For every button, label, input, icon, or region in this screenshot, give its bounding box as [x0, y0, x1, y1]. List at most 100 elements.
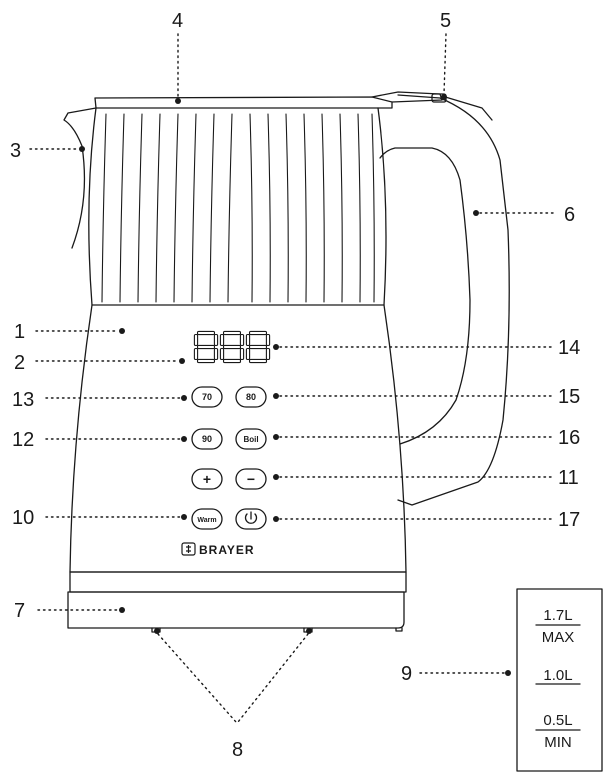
- dot-8b: [306, 628, 312, 634]
- spout: [63, 107, 97, 249]
- callout-2: 2: [14, 352, 25, 374]
- button-90[interactable]: [191, 428, 223, 450]
- scale-min-volume: 0.5L: [543, 712, 572, 729]
- shell-rib: [155, 113, 161, 303]
- leader-5: [443, 33, 447, 95]
- led-segment: [196, 344, 216, 350]
- led-digit: [193, 330, 219, 364]
- dot-5: [441, 94, 447, 100]
- dot-4: [175, 98, 181, 104]
- led-segment: [222, 330, 242, 336]
- dot-17: [273, 516, 279, 522]
- leader-8a: [157, 633, 237, 723]
- led-segment: [196, 330, 216, 336]
- scale-max-label: MAX: [542, 629, 575, 646]
- button-warm[interactable]: [191, 508, 223, 530]
- led-segment: [213, 333, 219, 347]
- led-digit: [219, 330, 245, 364]
- led-display: [193, 330, 271, 364]
- handle-inner: [379, 147, 471, 445]
- power-base: [67, 591, 405, 629]
- callout-12: 12: [12, 429, 34, 451]
- button-80-label: 80: [246, 392, 256, 402]
- shell-rib: [119, 113, 125, 303]
- callout-3: 3: [10, 140, 21, 162]
- callout-7: 7: [14, 600, 25, 622]
- led-segment: [222, 358, 242, 364]
- shell-rib: [101, 113, 107, 303]
- shell-rib: [249, 113, 253, 303]
- shell-rib: [191, 113, 197, 303]
- shell-rib: [209, 113, 215, 303]
- led-segment: [219, 347, 225, 361]
- led-segment: [245, 347, 251, 361]
- dot-7: [119, 607, 125, 613]
- callout-14: 14: [558, 337, 580, 359]
- button-boil-label: Boil: [243, 435, 258, 444]
- led-segment: [248, 330, 268, 336]
- callout-11: 11: [558, 467, 579, 489]
- dot-10: [181, 514, 187, 520]
- led-digit: [245, 330, 271, 364]
- button-70[interactable]: [191, 386, 223, 408]
- dot-8a: [154, 628, 160, 634]
- base-foot-rear: [395, 627, 403, 632]
- scale-min-label: MIN: [544, 734, 572, 751]
- led-segment: [248, 344, 268, 350]
- dot-13: [181, 395, 187, 401]
- led-segment: [213, 347, 219, 361]
- callout-13: 13: [12, 389, 34, 411]
- brayer-logo-icon: [181, 542, 196, 556]
- led-segment: [196, 358, 216, 364]
- led-segment: [219, 333, 225, 347]
- button-90-label: 90: [202, 434, 212, 444]
- brand-name: BRAYER: [199, 543, 255, 557]
- callout-4: 4: [172, 10, 183, 32]
- dot-11: [273, 474, 279, 480]
- scale-mid-volume: 1.0L: [543, 667, 572, 684]
- button-power[interactable]: [235, 508, 267, 530]
- callout-6: 6: [564, 204, 575, 226]
- led-segment: [239, 347, 245, 361]
- shell-rib: [303, 113, 307, 303]
- button-plus[interactable]: [191, 468, 223, 490]
- callout-9: 9: [401, 663, 412, 685]
- water-level-scale: [516, 588, 603, 772]
- dot-16: [273, 434, 279, 440]
- power-icon: [244, 511, 258, 524]
- lid: [94, 96, 393, 109]
- dot-14: [273, 344, 279, 350]
- callout-15: 15: [558, 386, 580, 408]
- button-minus[interactable]: [235, 468, 267, 490]
- led-segment: [239, 333, 245, 347]
- callout-1: 1: [14, 321, 25, 343]
- callout-17: 17: [558, 509, 580, 531]
- button-70-label: 70: [202, 392, 212, 402]
- shell-rib: [339, 113, 343, 303]
- shell-rib: [371, 113, 375, 303]
- led-segment: [222, 344, 242, 350]
- upper-shell: [88, 107, 387, 306]
- shell-rib: [321, 113, 325, 303]
- handle-back-edge: [441, 95, 493, 121]
- button-boil[interactable]: [235, 428, 267, 450]
- shell-rib: [285, 113, 289, 303]
- scale-max-volume: 1.7L: [543, 607, 572, 624]
- shell-rib: [227, 113, 233, 303]
- dot-1: [119, 328, 125, 334]
- button-minus-label: −: [247, 471, 255, 487]
- button-80[interactable]: [235, 386, 267, 408]
- dot-6: [473, 210, 479, 216]
- callout-10: 10: [12, 507, 34, 529]
- shell-rib: [267, 113, 271, 303]
- led-segment: [193, 347, 199, 361]
- handle-outer: [397, 94, 510, 506]
- shell-rib: [173, 113, 179, 303]
- dot-9: [505, 670, 511, 676]
- body-base-band: [69, 571, 407, 593]
- shell-rib: [357, 113, 361, 303]
- led-segment: [265, 347, 271, 361]
- callout-8: 8: [232, 739, 243, 761]
